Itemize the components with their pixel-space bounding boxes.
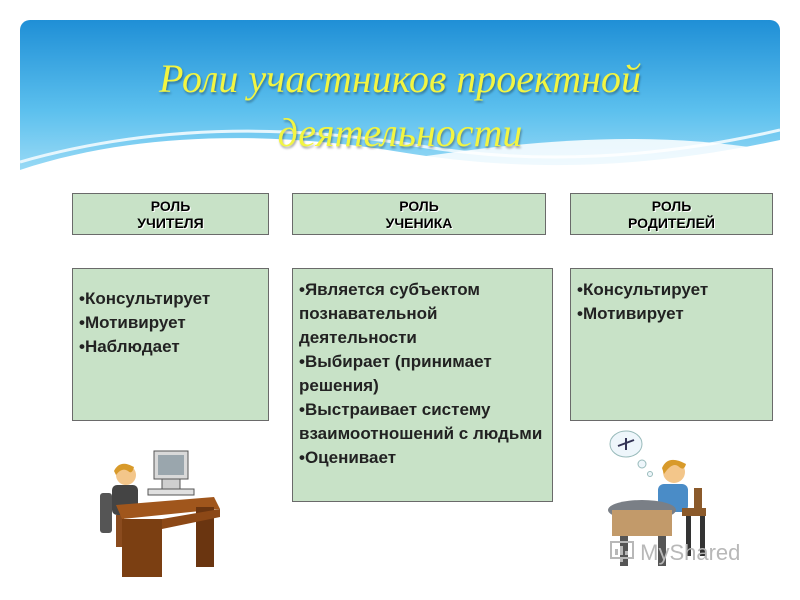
student-at-desk-thinking-illustration (608, 430, 706, 566)
sky-background (20, 20, 780, 185)
watermark-text: MyShared (640, 540, 741, 565)
list-item: Выстраивает систему взаимоотношений с лю… (299, 398, 546, 446)
role-header-label: РОЛЬ (150, 198, 191, 214)
title-line-1: Роли участников проектной (159, 56, 641, 101)
role-header-name: РОДИТЕЛЕЙ (627, 215, 715, 231)
role-header-label: РОЛЬ (399, 198, 439, 214)
list-item: Наблюдает (79, 335, 262, 359)
page-title: Роли участников проектной деятельности (20, 52, 780, 160)
list-item: Мотивирует (79, 311, 262, 335)
myshared-logo-icon (610, 541, 634, 562)
role-content-parents: Консультирует Мотивирует (570, 268, 773, 421)
list-item: Консультирует (577, 278, 766, 302)
role-content-teacher: Консультирует Мотивирует Наблюдает (72, 268, 269, 421)
role-header-student: РОЛЬ УЧЕНИКА (292, 193, 546, 235)
watermark: MyShared (610, 540, 740, 566)
list-item: Оценивает (299, 446, 546, 470)
role-duties-list: Консультирует Мотивирует (577, 278, 766, 326)
role-duties-list: Является субъектом познавательной деятел… (299, 278, 546, 470)
list-item: Выбирает (принимает решения) (299, 350, 546, 398)
role-duties-list: Консультирует Мотивирует Наблюдает (79, 287, 262, 359)
list-item: Мотивирует (577, 302, 766, 326)
role-header-teacher: РОЛЬ УЧИТЕЛЯ (72, 193, 269, 235)
header-banner: Роли участников проектной деятельности (20, 20, 780, 185)
title-line-2: деятельности (277, 110, 523, 155)
role-header-label: РОЛЬ (651, 198, 692, 214)
teacher-at-computer-illustration (100, 450, 220, 577)
role-header-name: УЧИТЕЛЯ (137, 215, 204, 231)
list-item: Является субъектом познавательной деятел… (299, 278, 546, 350)
list-item: Консультирует (79, 287, 262, 311)
role-header-name: УЧЕНИКА (385, 215, 453, 231)
role-header-parents: РОЛЬ РОДИТЕЛЕЙ (570, 193, 773, 235)
role-content-student: Является субъектом познавательной деятел… (292, 268, 553, 502)
